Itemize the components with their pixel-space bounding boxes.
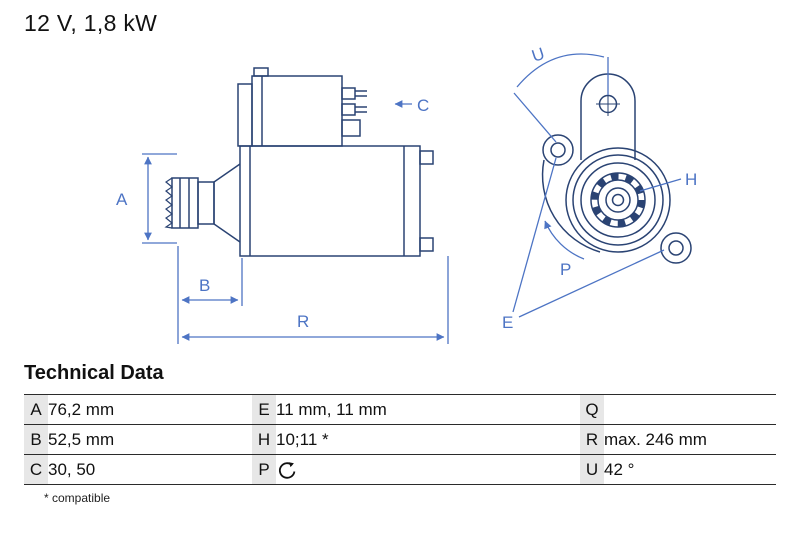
leader-e-1 [512,157,557,313]
spec-key-b: B [24,424,48,455]
rotation-ccw-icon [278,461,296,479]
leader-e-2 [518,249,665,318]
spec-value-e: 11 mm, 11 mm [276,399,387,419]
label-p: P [560,260,571,279]
front-pinion-gear [590,172,646,228]
spec-key-h: H [252,424,276,455]
spec-value-q [604,395,776,425]
drive-end-collar [197,181,215,225]
spec-key-r: R [580,424,604,455]
solenoid-terminals [341,87,367,137]
label-b: B [199,276,210,295]
front-view-annotations [512,53,682,318]
mounting-ear-top-left [542,134,574,166]
spec-key-c: C [24,454,48,485]
front-view [541,73,692,264]
spec-key-q: Q [580,394,604,425]
angle-arc-u [516,53,605,88]
drive-end-taper [213,163,241,243]
table-row: A 76,2 mm E 11 mm, 11 mm Q [24,394,776,425]
side-view [164,67,434,257]
spec-value-p [276,455,580,485]
flange-edge [541,159,601,253]
rear-stud-bottom [419,237,434,252]
spec-value-c: 30, 50 [48,459,96,479]
spec-key-u: U [580,454,604,485]
label-h: H [685,170,697,189]
spec-value-b: 52,5 mm [48,429,115,449]
label-r: R [297,312,309,331]
table-row: B 52,5 mm H 10;11 * R max. 246 mm [24,424,776,455]
spec-value-r: max. 246 mm [604,429,707,449]
motor-body [239,145,421,257]
rear-stud-top [419,150,434,165]
mounting-ear-bottom-right [660,232,692,264]
spec-key-e: E [252,394,276,425]
table-row: C 30, 50 P U 42 ° [24,454,776,485]
spec-value-a: 76,2 mm [48,399,115,419]
spec-key-a: A [24,394,48,425]
solenoid-body [251,75,343,147]
dimension-labels: A B C R U H P E [116,44,697,332]
rotation-arc-p [544,220,585,260]
starter-motor-technical-drawing: A B C R U H P E [116,44,697,344]
spec-key-p: P [252,454,276,485]
page-title: 12 V, 1,8 kW [24,10,158,36]
pinion-gear [164,177,199,229]
label-e: E [502,313,513,332]
technical-data-table: A 76,2 mm E 11 mm, 11 mm Q B 52,5 mm H 1… [24,394,776,485]
side-view-dimensions [142,100,449,344]
spec-value-h: 10;11 * [276,429,329,449]
technical-data-section: Technical Data A 76,2 mm E 11 mm, 11 mm … [24,362,776,505]
leader-h [639,178,682,192]
label-a: A [116,190,128,209]
label-c: C [417,96,429,115]
label-u: U [529,44,547,66]
footnote: * compatible [44,491,111,505]
solenoid-cap [253,67,269,77]
solenoid-step [237,83,253,147]
housing-circles [565,147,671,253]
spec-value-u: 42 ° [604,459,635,479]
technical-data-heading: Technical Data [24,362,164,384]
